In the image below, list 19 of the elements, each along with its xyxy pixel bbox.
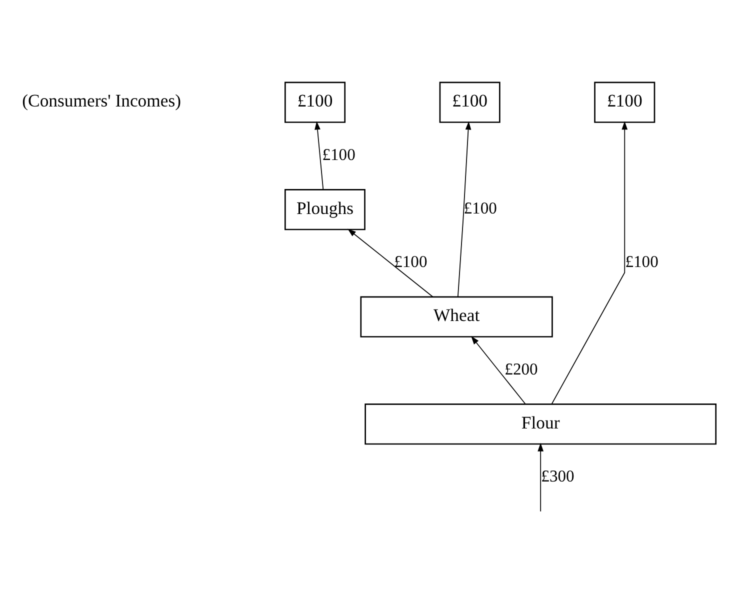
edge-label: £100 (322, 144, 356, 164)
edge-label: £100 (394, 252, 428, 271)
arrow (348, 228, 434, 297)
arrow (471, 336, 526, 404)
edge-label: £200 (504, 358, 538, 378)
node-box: Wheat (360, 296, 553, 337)
edge-label: £100 (625, 252, 658, 271)
arrow (538, 442, 544, 512)
edge-label: £300 (541, 466, 574, 486)
node-box: Flour (364, 403, 717, 444)
node-box: Ploughs (284, 188, 366, 230)
arrow (314, 120, 324, 190)
arrow (551, 120, 628, 404)
edge-label: £100 (464, 198, 497, 217)
arrow (457, 120, 472, 297)
node-box: £100 (439, 81, 500, 122)
node-box: £100 (594, 81, 656, 122)
label: (Consumers' Incomes) (22, 90, 182, 110)
node-box: £100 (284, 81, 346, 122)
